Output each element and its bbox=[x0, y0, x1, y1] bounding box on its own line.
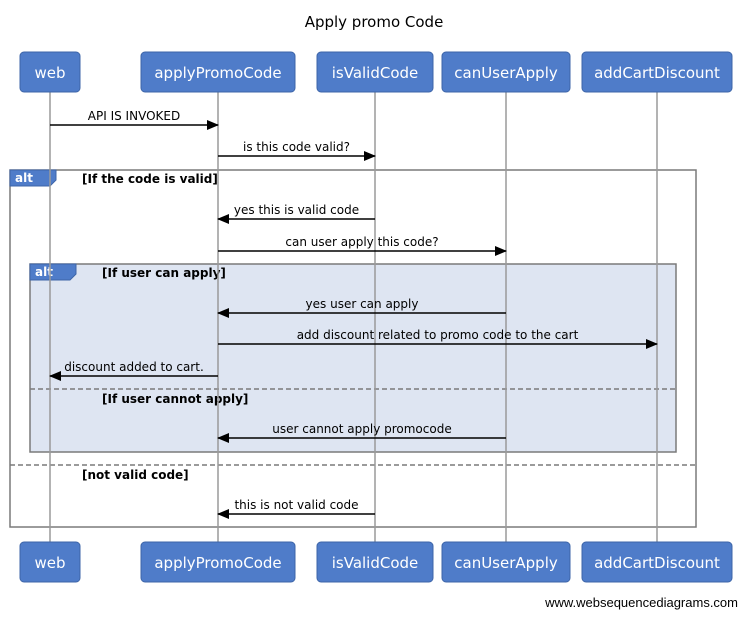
outer-alt-guard: [If the code is valid] bbox=[82, 172, 218, 186]
actor-label: applyPromoCode bbox=[154, 554, 281, 572]
message-label: is this code valid? bbox=[243, 140, 350, 154]
actor-box bbox=[19, 541, 81, 583]
message-5: yes user can apply bbox=[217, 297, 506, 318]
actor-apply-bottom: applyPromoCode bbox=[140, 541, 296, 583]
message-label: yes this is valid code bbox=[234, 203, 359, 217]
messages: API IS INVOKED is this code valid? yes thi… bbox=[49, 109, 658, 519]
actor-box bbox=[140, 541, 296, 583]
message-3: yes this is valid code bbox=[217, 203, 375, 224]
actor-label: isValidCode bbox=[332, 64, 419, 82]
actor-web-top: web bbox=[19, 51, 81, 93]
actor-label: applyPromoCode bbox=[154, 64, 281, 82]
actor-box bbox=[441, 541, 571, 583]
actor-label: canUserApply bbox=[454, 64, 558, 82]
actor-label: web bbox=[34, 64, 65, 82]
actor-box bbox=[441, 51, 571, 93]
actor-web-bottom: web bbox=[19, 541, 81, 583]
message-label: discount added to cart. bbox=[64, 360, 204, 374]
outer-alt-tab bbox=[9, 169, 57, 187]
diagram-title: Apply promo Code bbox=[305, 13, 444, 31]
actor-box bbox=[316, 541, 434, 583]
outer-alt-tag: alt bbox=[15, 171, 33, 185]
message-label: API IS INVOKED bbox=[88, 109, 180, 123]
actor-box bbox=[581, 51, 733, 93]
actor-label: addCartDiscount bbox=[594, 554, 720, 572]
actor-cart-bottom: addCartDiscount bbox=[581, 541, 733, 583]
outer-else-guard: [not valid code] bbox=[82, 468, 189, 482]
message-6: add discount related to promo code to th… bbox=[218, 328, 658, 349]
actor-label: canUserApply bbox=[454, 554, 558, 572]
actor-box bbox=[19, 51, 81, 93]
inner-alt-tag: alt bbox=[35, 265, 53, 279]
message-2: is this code valid? bbox=[218, 140, 376, 161]
actor-valid-top: isValidCode bbox=[316, 51, 434, 93]
inner-alt-guard: [If user can apply] bbox=[102, 266, 226, 280]
message-8: user cannot apply promocode bbox=[217, 422, 506, 443]
actor-can-bottom: canUserApply bbox=[441, 541, 571, 583]
outer-alt-fragment: alt [If the code is valid] [not valid co… bbox=[9, 169, 697, 528]
message-9: this is not valid code bbox=[217, 498, 375, 519]
message-4: can user apply this code? bbox=[218, 235, 507, 256]
actor-box bbox=[140, 51, 296, 93]
inner-alt-fragment: alt [If user can apply] [If user cannot … bbox=[29, 263, 677, 453]
inner-else-guard: [If user cannot apply] bbox=[102, 392, 248, 406]
message-label: add discount related to promo code to th… bbox=[297, 328, 579, 342]
message-7: discount added to cart. bbox=[49, 360, 218, 381]
actor-valid-bottom: isValidCode bbox=[316, 541, 434, 583]
actors-top: web applyPromoCode isValidCode canUserApply… bbox=[19, 51, 733, 93]
inner-alt-tab bbox=[29, 263, 77, 281]
actor-label: web bbox=[34, 554, 65, 572]
message-label: yes user can apply bbox=[306, 297, 419, 311]
actor-label: isValidCode bbox=[332, 554, 419, 572]
actor-apply-top: applyPromoCode bbox=[140, 51, 296, 93]
actor-label: addCartDiscount bbox=[594, 64, 720, 82]
message-label: can user apply this code? bbox=[285, 235, 438, 249]
actor-box bbox=[316, 51, 434, 93]
footer-watermark: www.websequencediagrams.com bbox=[545, 595, 738, 610]
message-label: this is not valid code bbox=[234, 498, 358, 512]
actor-can-top: canUserApply bbox=[441, 51, 571, 93]
message-1: API IS INVOKED bbox=[50, 109, 219, 130]
message-label: user cannot apply promocode bbox=[272, 422, 451, 436]
actor-box bbox=[581, 541, 733, 583]
actor-cart-top: addCartDiscount bbox=[581, 51, 733, 93]
actors-bottom: web applyPromoCode isValidCode canUserApply… bbox=[19, 541, 733, 583]
